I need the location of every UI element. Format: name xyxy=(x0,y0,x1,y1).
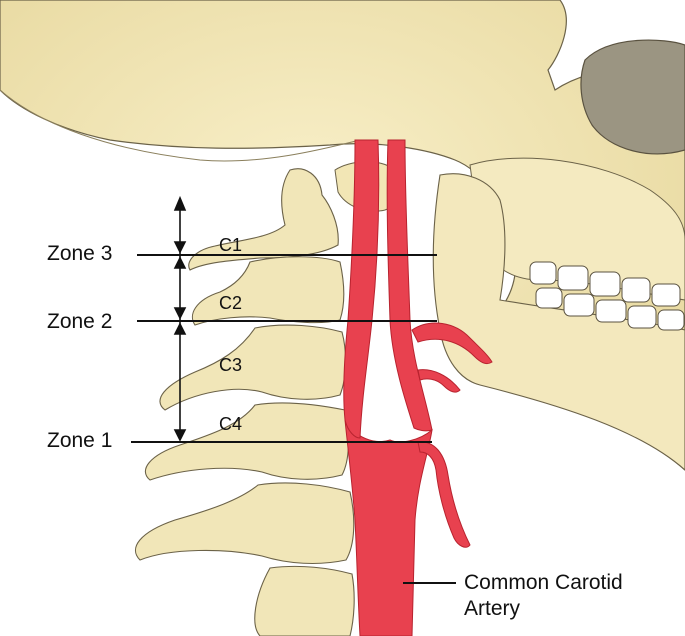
vertebra-c1-label: C1 xyxy=(219,235,243,255)
arrow-head-bottom xyxy=(173,429,187,442)
zone-2-label: Zone 2 xyxy=(47,310,113,333)
arterial-branch-upper xyxy=(411,322,493,365)
occipital-contour xyxy=(0,89,361,162)
vertebra-c5 xyxy=(134,482,355,565)
artery-label-line-1: Common Carotid xyxy=(464,571,623,594)
arrow-head-top xyxy=(173,195,187,211)
common-carotid-artery-label: Common Carotid Artery xyxy=(464,570,623,622)
vertebra-c2 xyxy=(191,256,345,326)
vertebra-c3-label: C3 xyxy=(219,355,243,375)
artery-label-line-2: Artery xyxy=(464,597,521,620)
vertebra-c1 xyxy=(188,168,339,271)
vertebra-c4-label: C4 xyxy=(219,414,243,434)
arterial-branch-middle xyxy=(417,369,461,393)
maxilla xyxy=(469,157,685,301)
common-carotid-artery xyxy=(344,419,433,636)
zone-1-label: Zone 1 xyxy=(47,429,113,452)
vertebra-c2-label: C2 xyxy=(219,293,243,313)
zone-extent-arrows xyxy=(173,195,187,442)
external-carotid-artery xyxy=(386,139,433,432)
zone-3-label: Zone 3 xyxy=(47,242,113,265)
teeth xyxy=(529,261,685,331)
cervical-spine xyxy=(134,168,355,636)
orbit xyxy=(580,39,685,155)
zone-markers xyxy=(131,254,456,584)
internal-carotid-artery xyxy=(343,139,380,439)
arterial-branch-lower xyxy=(417,441,471,548)
vertebra-c6 xyxy=(254,565,355,636)
vertebra-c3 xyxy=(159,324,347,411)
